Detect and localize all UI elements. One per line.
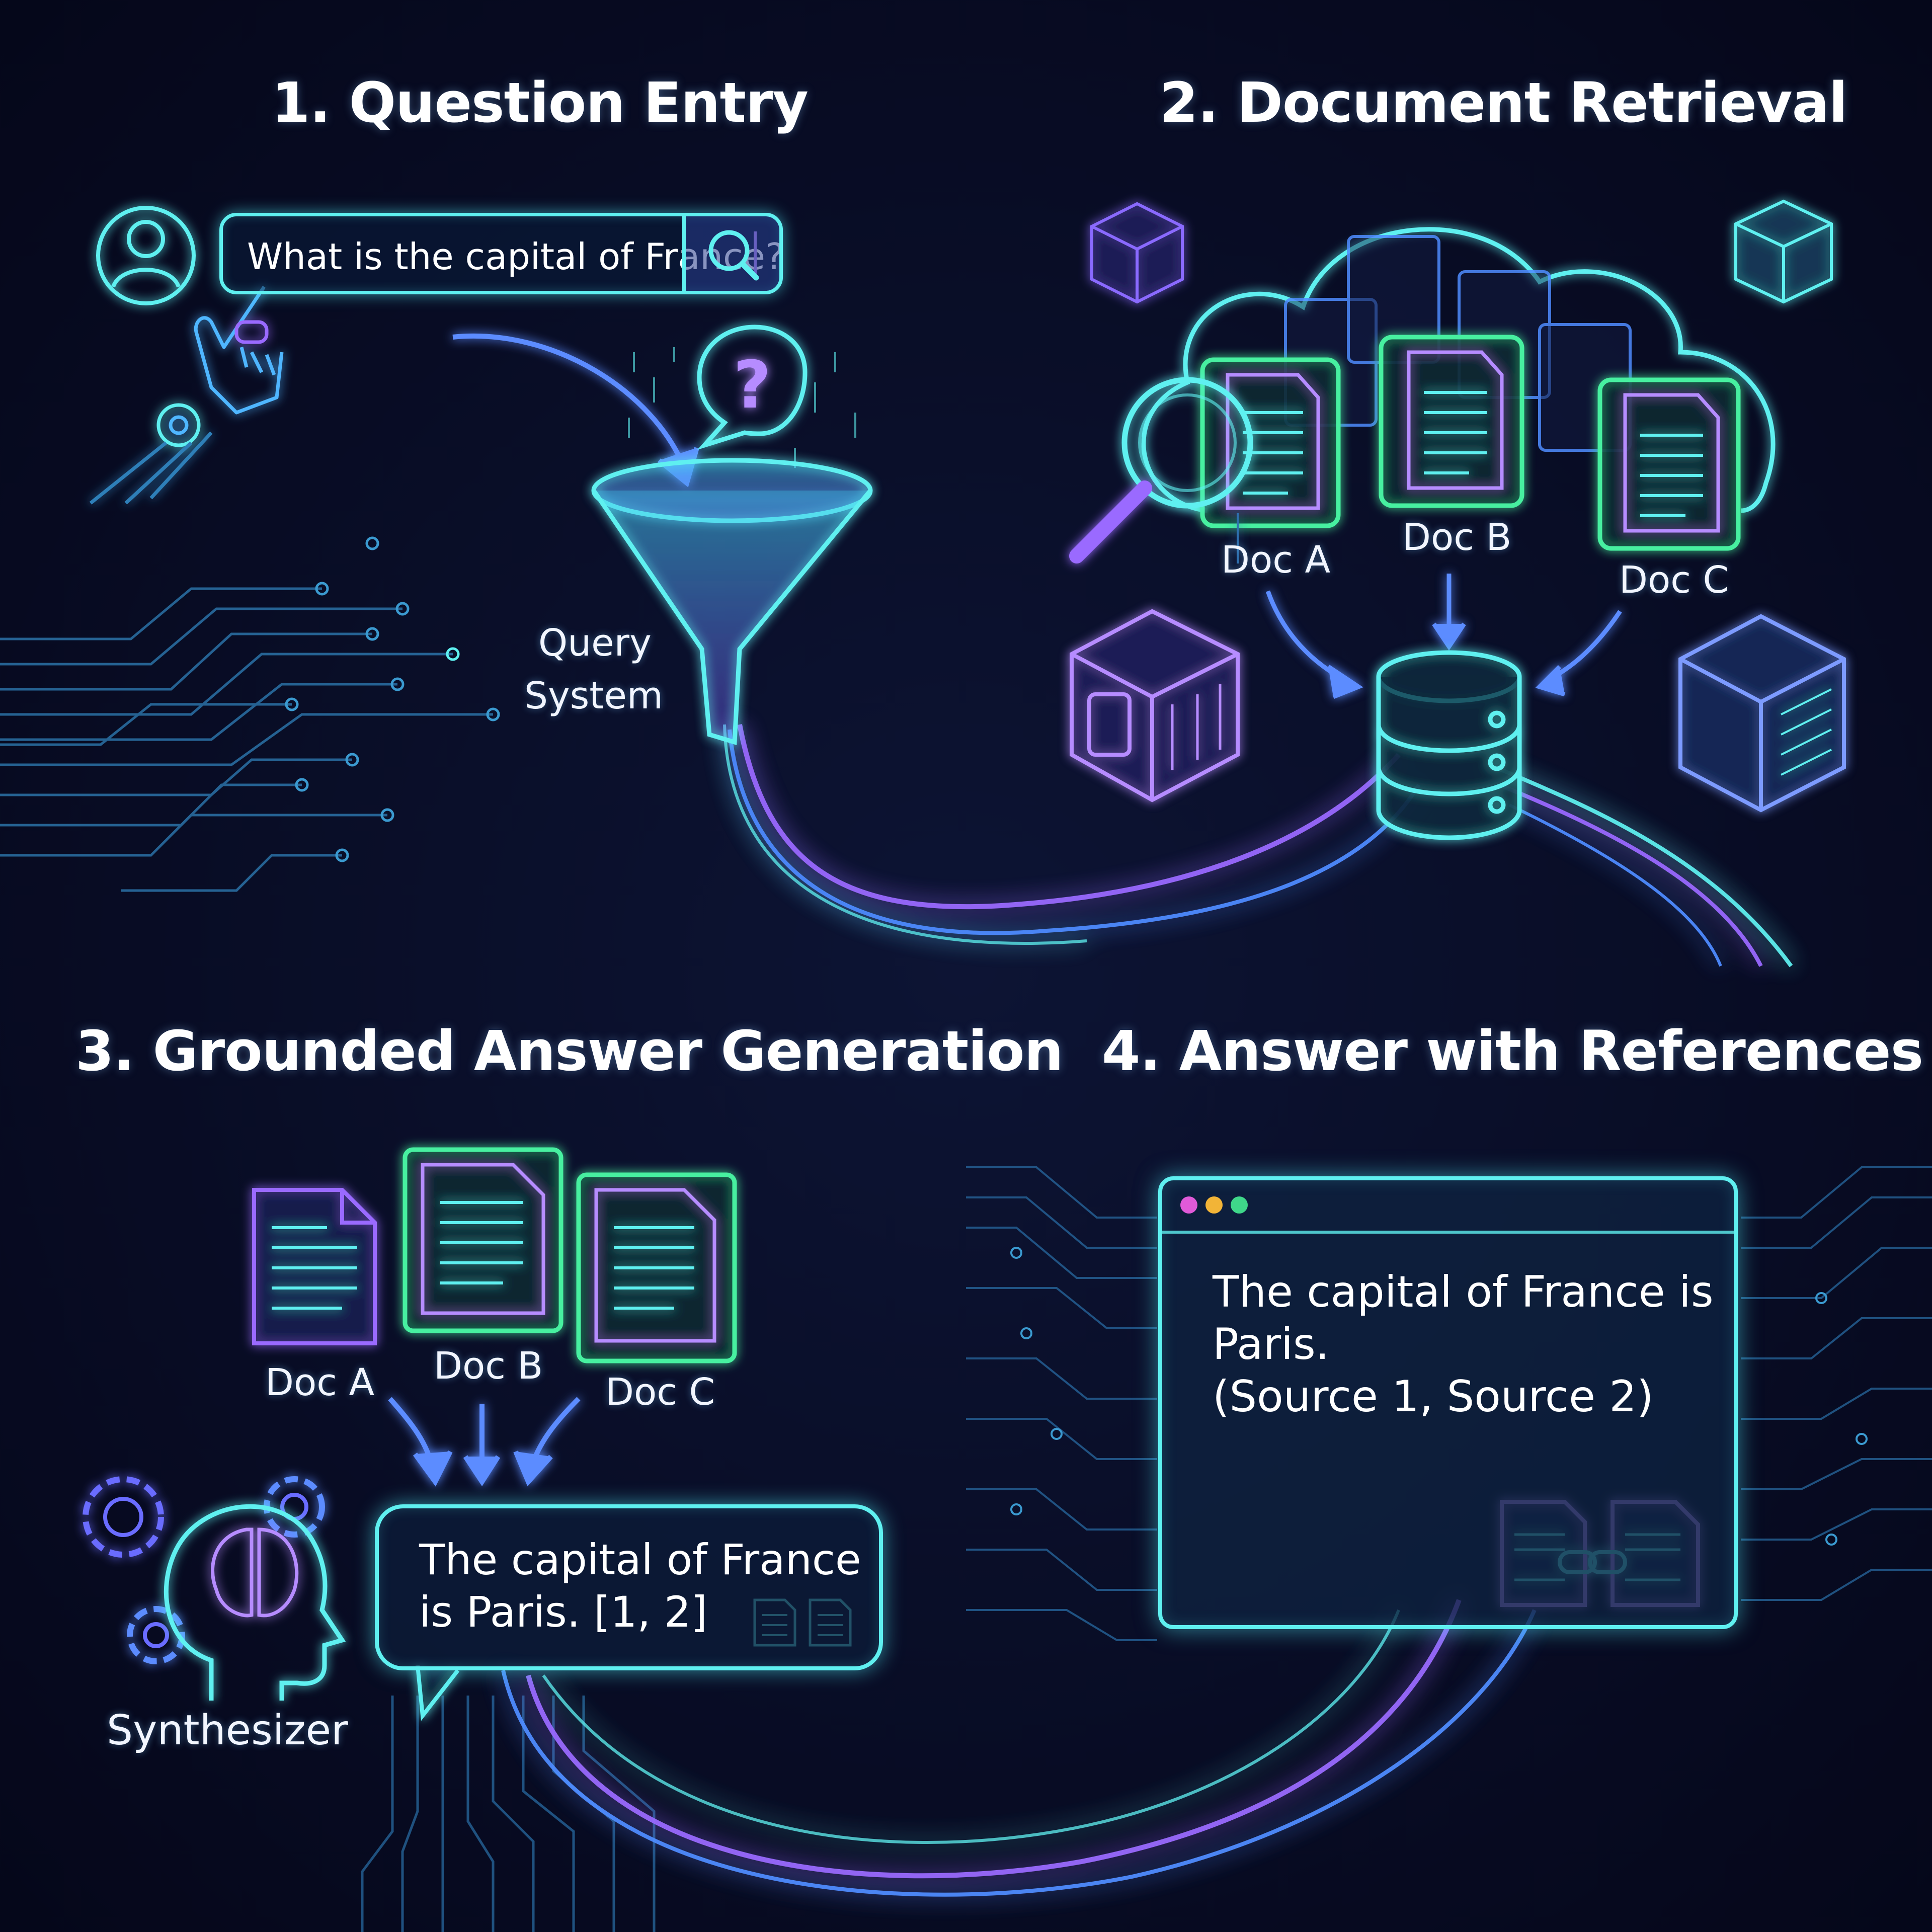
doc-a-generation-icon bbox=[252, 1188, 377, 1345]
grounded-answer-line1: The capital of France bbox=[419, 1535, 861, 1584]
doc-b-retrieval-icon bbox=[1379, 335, 1524, 508]
flow-ribbon-bottom bbox=[501, 1599, 1537, 1897]
bubble-tail bbox=[416, 1665, 460, 1721]
window-minimize-dot[interactable] bbox=[1205, 1196, 1223, 1214]
svg-text:?: ? bbox=[733, 347, 771, 423]
window-maximize-dot[interactable] bbox=[1231, 1196, 1248, 1214]
search-button[interactable] bbox=[682, 213, 783, 294]
circuit-nodes-panel1 bbox=[285, 536, 500, 862]
generation-doc-c-label: Doc C bbox=[605, 1371, 715, 1414]
window-close-dot[interactable] bbox=[1180, 1196, 1197, 1214]
generation-doc-a-label: Doc A bbox=[265, 1361, 375, 1404]
cube-icon-top-left bbox=[1090, 202, 1184, 304]
doc-b-generation-icon bbox=[403, 1147, 564, 1333]
funnel-icon bbox=[591, 458, 873, 745]
final-answer-line1: The capital of France is bbox=[1213, 1267, 1714, 1317]
brain-head-icon bbox=[164, 1504, 346, 1701]
user-avatar-icon bbox=[96, 206, 196, 305]
funnel-label-line1: Query bbox=[538, 621, 652, 665]
circuit-nodes-panel4 bbox=[1010, 1247, 1868, 1546]
panel-1-title: 1. Question Entry bbox=[272, 70, 809, 135]
answer-browser-window: The capital of France is Paris. (Source … bbox=[1158, 1176, 1738, 1629]
synthesizer-label: Synthesizer bbox=[107, 1707, 348, 1754]
doc-a-retrieval-icon bbox=[1200, 357, 1341, 528]
generation-doc-b-label: Doc B bbox=[434, 1344, 543, 1388]
cube-icon-bottom-right bbox=[1678, 614, 1846, 813]
search-icon bbox=[708, 230, 759, 281]
cube-icon-bottom-left bbox=[1070, 609, 1240, 802]
panel-2-title: 2. Document Retrieval bbox=[1160, 70, 1848, 135]
question-bubble-icon: ? bbox=[697, 325, 808, 450]
generation-arrows bbox=[388, 1397, 581, 1487]
final-answer-line2: Paris. bbox=[1213, 1319, 1330, 1370]
final-answer-line3: (Source 1, Source 2) bbox=[1213, 1372, 1654, 1422]
panel-3-title: 3. Grounded Answer Generation bbox=[75, 1019, 1064, 1083]
retrieval-doc-b-label: Doc B bbox=[1402, 516, 1512, 559]
retrieval-doc-a-label: Doc A bbox=[1221, 538, 1331, 582]
circuit-lines-panel4 bbox=[966, 1166, 1932, 1641]
grounded-answer-bubble: The capital of France is Paris. [1, 2] bbox=[375, 1504, 883, 1670]
grounded-answer-text: The capital of France is Paris. [1, 2] bbox=[419, 1534, 861, 1638]
flow-ribbon-top bbox=[723, 724, 1793, 968]
retrieval-arrows bbox=[1237, 513, 1622, 699]
circuit-lines-panel1 bbox=[0, 587, 493, 892]
funnel-label-line2: System bbox=[524, 674, 663, 717]
database-icon bbox=[1376, 650, 1522, 840]
window-title-bar-divider bbox=[1162, 1231, 1734, 1234]
grounded-answer-line2: is Paris. [1, 2] bbox=[419, 1587, 708, 1637]
cube-icon-top-right bbox=[1734, 199, 1833, 304]
final-answer-text: The capital of France is Paris. (Source … bbox=[1213, 1266, 1714, 1423]
doc-c-generation-icon bbox=[576, 1172, 737, 1363]
question-search-box[interactable]: What is the capital of France? bbox=[219, 213, 784, 294]
circuit-lines-panel3 bbox=[361, 1696, 656, 1932]
magnifier-icon bbox=[1069, 377, 1253, 564]
robot-hand-icon bbox=[89, 286, 284, 505]
cloud-icon bbox=[1141, 227, 1776, 513]
retrieval-doc-c-label: Doc C bbox=[1619, 558, 1729, 602]
panel-4-title: 4. Answer with References bbox=[1102, 1019, 1923, 1083]
doc-c-retrieval-icon bbox=[1597, 377, 1741, 551]
